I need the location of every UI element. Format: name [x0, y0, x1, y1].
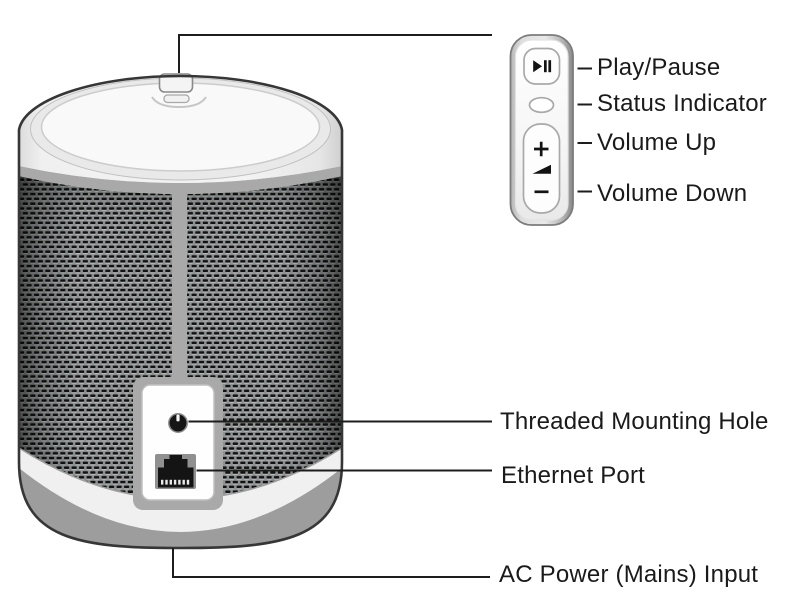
mounting-hole-icon — [168, 413, 188, 433]
label-status-indicator: Status Indicator — [597, 90, 767, 117]
label-volume-up: Volume Up — [597, 129, 717, 156]
rear-seam — [172, 192, 187, 388]
top-button-nub-lower — [163, 94, 190, 104]
plus-icon — [534, 141, 549, 157]
ethernet-port-icon — [155, 454, 196, 489]
ac-power-leader-line — [172, 548, 490, 578]
play-pause-button — [523, 47, 561, 85]
status-indicator-light — [528, 96, 555, 114]
base-shadow — [19, 462, 342, 548]
label-ethernet-port: Ethernet Port — [501, 462, 646, 489]
cap-grille-band — [19, 166, 342, 194]
play-pause-icon — [533, 60, 552, 73]
label-play-pause: Play/Pause — [597, 54, 721, 81]
top-button-nub — [158, 73, 194, 93]
label-volume-down: Volume Down — [597, 180, 748, 207]
label-ac-power: AC Power (Mains) Input — [499, 561, 759, 588]
label-threaded-mounting-hole: Threaded Mounting Hole — [500, 408, 769, 435]
speaker-outline — [17, 74, 344, 550]
control-panel-detail — [509, 34, 574, 226]
volume-rocker — [522, 123, 561, 214]
recess-notch — [151, 96, 207, 109]
leader-lines — [172, 34, 592, 578]
top-panel-leader-line — [178, 34, 492, 73]
volume-level-icon — [532, 164, 551, 174]
speaker-rear-illustration — [17, 73, 344, 550]
